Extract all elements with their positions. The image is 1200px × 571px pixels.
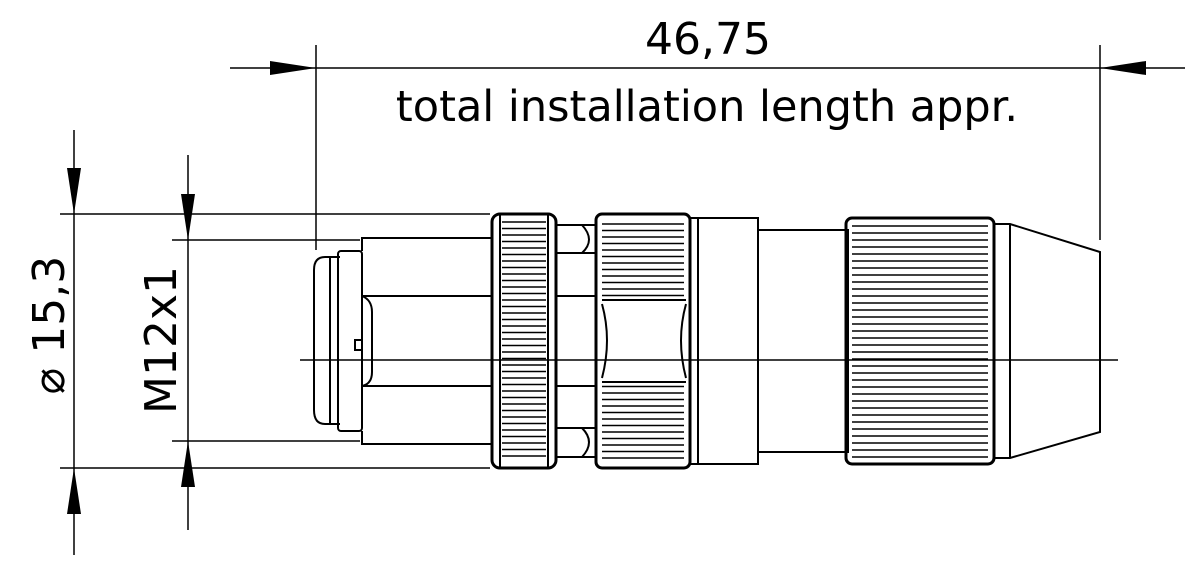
- connector-body: [313, 212, 1101, 470]
- arrow-right-icon: [270, 61, 316, 75]
- total-length-dimension: 46,75 total installation length appr.: [230, 14, 1185, 250]
- arrow-left-icon: [1100, 61, 1146, 75]
- arrow-down-icon: [181, 194, 195, 240]
- cable-nut: [844, 216, 996, 466]
- knurl-pattern: [502, 221, 546, 457]
- middle-body: [689, 217, 849, 465]
- diameter-value: ⌀ 15,3: [24, 256, 75, 394]
- arrow-up-icon: [67, 468, 81, 514]
- arrow-down-icon: [67, 168, 81, 214]
- total-length-label: total installation length appr.: [396, 82, 1018, 132]
- knurl-pattern: [602, 223, 684, 459]
- total-length-value: 46,75: [645, 14, 771, 65]
- coupling-ring-2: [594, 212, 692, 470]
- knurl-pattern: [852, 225, 988, 458]
- thread-value: M12x1: [136, 266, 187, 414]
- arrow-up-icon: [181, 441, 195, 487]
- hex-nut: [555, 224, 597, 458]
- thread-dimension: M12x1: [136, 155, 360, 530]
- front-thread-sleeve: [354, 237, 493, 445]
- rear-taper: [994, 223, 1101, 459]
- coupling-ring-1: [490, 212, 558, 470]
- diameter-dimension: ⌀ 15,3: [24, 130, 490, 555]
